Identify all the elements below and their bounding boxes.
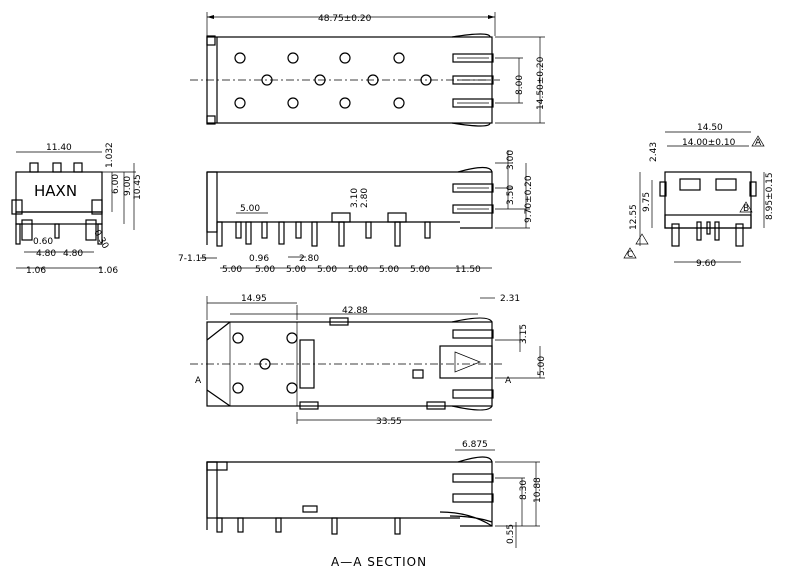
- section-h1-dim: 8.30: [519, 480, 529, 500]
- right-width-dim: 14.50: [697, 123, 723, 133]
- left-pitch-b: 4.80: [63, 249, 83, 259]
- pin-pitch-6: 5.00: [379, 265, 399, 275]
- side-view: 3.00 3.50 9.70±0.20 3.10 2.80 5.00 7-1.1…: [178, 150, 534, 275]
- top-pitch-dim: 8.00: [515, 75, 525, 95]
- bottom-h1-dim: 3.15: [519, 324, 529, 344]
- left-width-dim: 11.40: [46, 143, 72, 153]
- side-first-pitch-dim: 5.00: [240, 204, 260, 214]
- left-pin-dim: 0.60: [33, 237, 53, 247]
- pin-pitch-4: 5.00: [317, 265, 337, 275]
- left-h3-dim: 10.45: [133, 174, 143, 200]
- pin-pitch-7: 5.00: [410, 265, 430, 275]
- left-foot-a: 1.06: [26, 266, 46, 276]
- pin-pitch-3: 5.00: [286, 265, 306, 275]
- datum-mark-b: B: [743, 204, 749, 214]
- pin-pitch-5: 5.00: [348, 265, 368, 275]
- pin-tail-dim: 11.50: [455, 265, 481, 275]
- pin-pitch-2: 5.00: [255, 265, 275, 275]
- side-tab-dim-a: 3.10: [350, 188, 360, 208]
- left-foot-b: 1.06: [98, 266, 118, 276]
- section-label: A—A SECTION: [331, 555, 427, 569]
- left-end-view: HAXN 11.40 1.032 6.00 9.00 10.45 0.60 4.…: [11, 142, 143, 276]
- right-h3-dim: 8.95±0.15: [765, 172, 775, 220]
- bottom-h2-dim: 5.00: [537, 356, 547, 376]
- right-top-dim: 2.43: [649, 142, 659, 162]
- pin-pitch-1: 5.00: [222, 265, 242, 275]
- left-top-dim: 1.032: [105, 142, 115, 168]
- side-pin-width-dim: 0.96: [249, 254, 269, 264]
- top-length-dim: 48.75±0.20: [318, 14, 372, 24]
- datum-mark-a: A: [755, 138, 762, 148]
- right-end-view: 14.50 14.00±0.10 2.43 12.55 9.75 8.95±0.…: [623, 123, 775, 269]
- side-pin-gap-dim: 2.80: [299, 254, 319, 264]
- datum-mark-c: C: [627, 250, 633, 260]
- section-marker-left: A: [195, 376, 202, 386]
- side-top-dim: 3.00: [506, 150, 516, 170]
- bottom-edge-dim: 2.31: [500, 294, 520, 304]
- left-pitch-a: 4.80: [36, 249, 56, 259]
- section-top-dim: 6.875: [462, 440, 488, 450]
- section-marker-right: A: [505, 376, 512, 386]
- right-h1-dim: 12.55: [629, 204, 639, 230]
- right-h2-dim: 9.75: [642, 192, 652, 212]
- bottom-view: 14.95 42.88 2.31 3.15 5.00 33.55 A A: [190, 294, 547, 427]
- bottom-len-dim: 33.55: [376, 417, 402, 427]
- bottom-left-dim: 14.95: [241, 294, 267, 304]
- section-view: 6.875 8.30 10.88 0.55 A—A SECTION: [206, 440, 543, 569]
- right-inner-width-dim: 14.00±0.10: [682, 138, 736, 148]
- left-h2-dim: 9.00: [123, 176, 133, 196]
- side-pin-count-dim: 7-1.15: [178, 254, 207, 264]
- side-height-dim: 9.70±0.20: [524, 175, 534, 223]
- right-pin-span-dim: 9.60: [696, 259, 716, 269]
- left-h1-dim: 6.00: [111, 174, 121, 194]
- top-view: 48.75±0.20 8.00 14.50±0.20: [190, 12, 546, 127]
- brand-label: HAXN: [34, 182, 77, 200]
- section-foot-dim: 0.55: [506, 524, 516, 544]
- side-tab-dim-b: 2.80: [360, 188, 370, 208]
- bottom-span-dim: 42.88: [342, 306, 368, 316]
- side-pitch-dim: 3.50: [506, 185, 516, 205]
- top-width-dim: 14.50±0.20: [536, 56, 546, 110]
- section-h2-dim: 10.88: [533, 477, 543, 503]
